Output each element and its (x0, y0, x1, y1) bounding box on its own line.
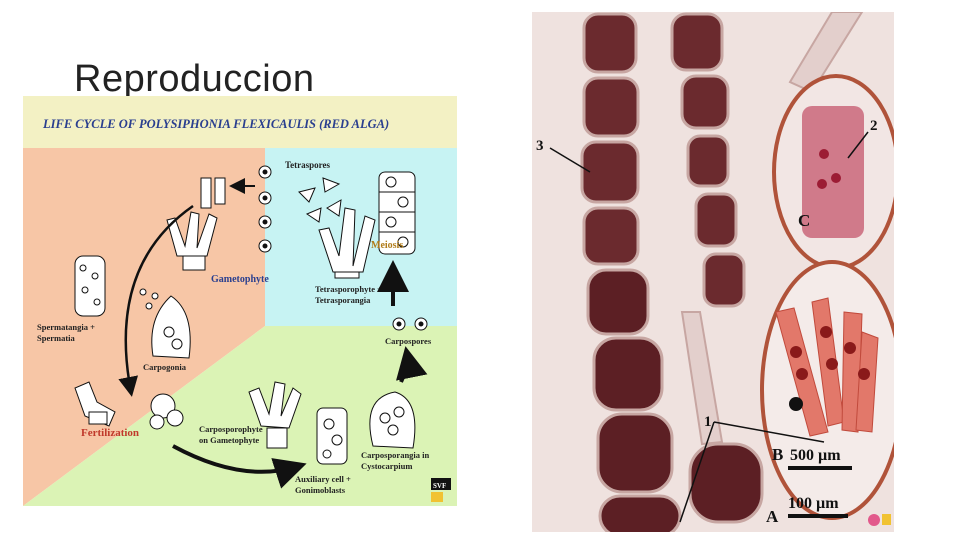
svg-text:SVF: SVF (433, 482, 446, 490)
slide-title: Reproduccion (74, 58, 314, 101)
label-auxiliary-1: Auxiliary cell + (295, 474, 351, 484)
micrograph: 3 2 C 1 B 500 µm A 100 µm (532, 12, 894, 532)
label-carposporophyte-2: on Gametophyte (199, 435, 259, 445)
auxiliary-cell-icon (317, 408, 347, 464)
label-tetrasporophyte-2: Tetrasporangia (315, 295, 371, 305)
label-n3: 3 (536, 138, 544, 154)
label-carpogonia: Carpogonia (143, 362, 187, 372)
label-spermatangia-2: Spermatia (37, 333, 76, 343)
label-b: B (772, 445, 783, 464)
label-spermatangia-1: Spermatangia + (37, 322, 95, 332)
label-fertilization: Fertilization (81, 427, 139, 439)
scale-bar-b (788, 466, 852, 470)
label-gametophyte: Gametophyte (211, 274, 269, 285)
label-n2: 2 (870, 118, 878, 134)
label-a: A (766, 507, 779, 526)
label-tetraspores: Tetraspores (285, 160, 330, 170)
label-tetrasporophyte-1: Tetrasporophyte + (315, 284, 382, 294)
label-carposporangia-1: Carposporangia in (361, 450, 430, 460)
inset-c (774, 76, 894, 268)
scale-bar-a (788, 514, 848, 518)
life-cycle-diagram: LIFE CYCLE OF POLYSIPHONIA FLEXICAULIS (… (23, 96, 457, 506)
label-scale-a: 100 µm (788, 495, 839, 512)
label-meiosis: Meiosis (371, 240, 403, 251)
label-carpospores: Carpospores (385, 336, 432, 346)
label-scale-b: 500 µm (790, 447, 841, 464)
label-n1: 1 (704, 414, 712, 430)
label-c: C (798, 211, 810, 230)
label-carposporangia-2: Cystocarpium (361, 461, 412, 471)
diagram-title: LIFE CYCLE OF POLYSIPHONIA FLEXICAULIS (… (42, 117, 389, 131)
label-auxiliary-2: Gonimoblasts (295, 485, 346, 495)
label-carposporophyte-1: Carposporophyte (199, 424, 263, 434)
inset-b (762, 262, 894, 518)
